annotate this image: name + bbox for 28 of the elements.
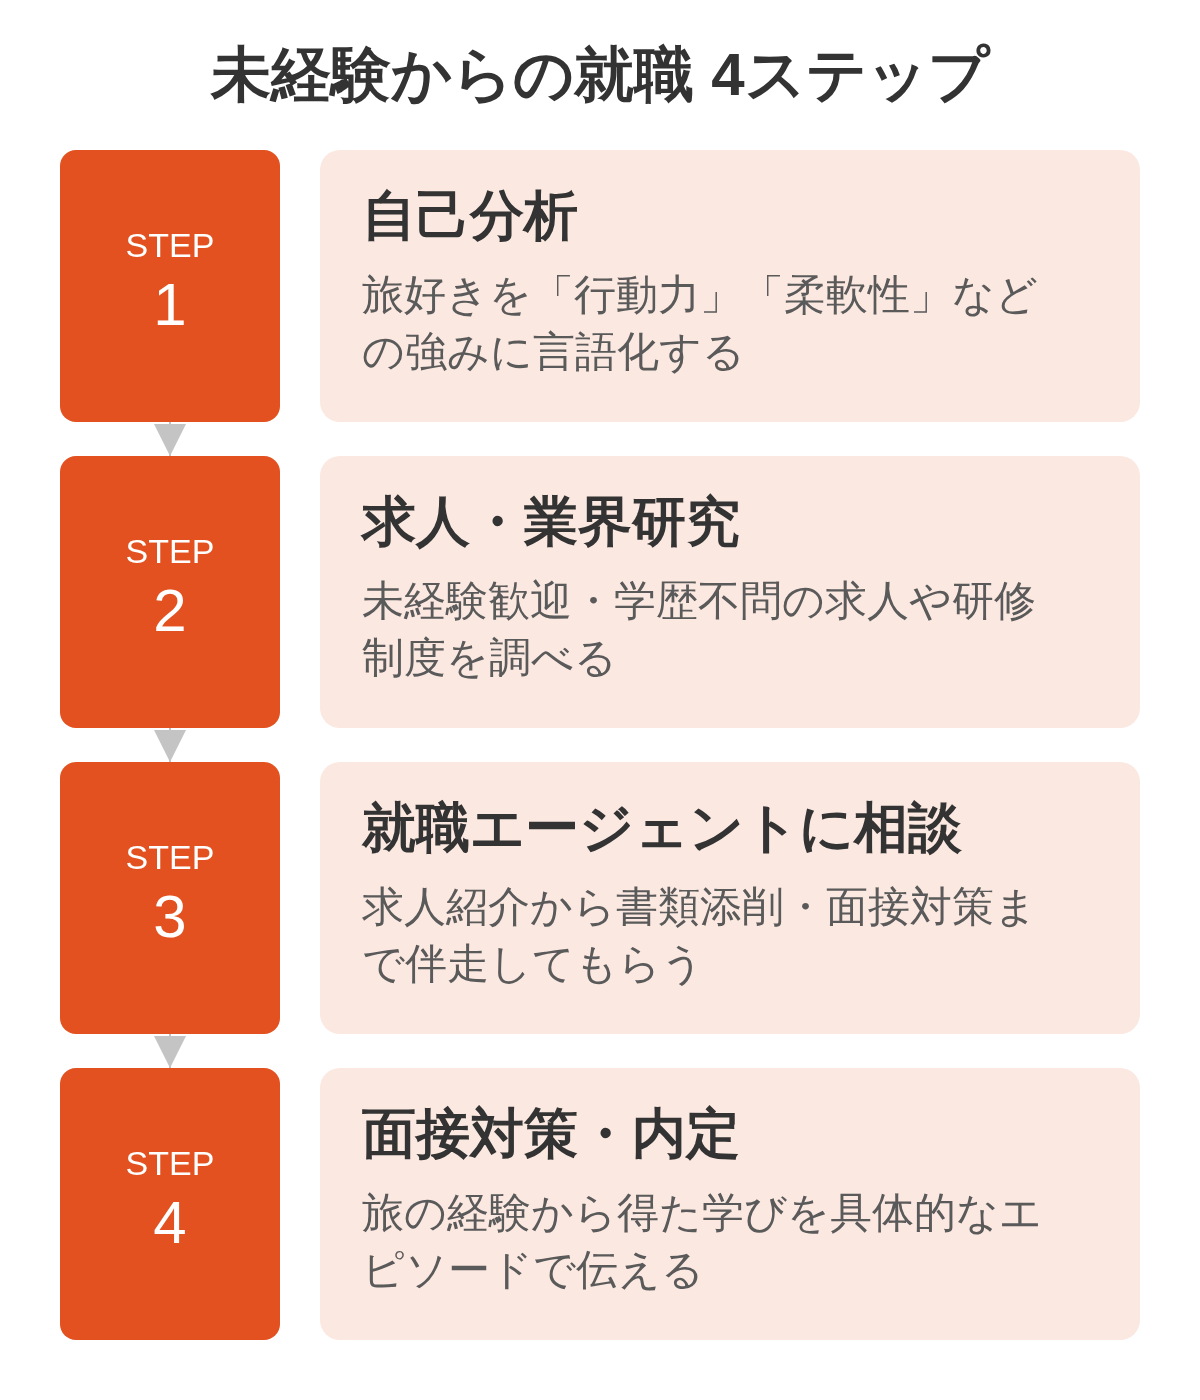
step-number: 2 xyxy=(153,576,187,646)
card-text: 旅好きを「行動力」「柔軟性」などの強みに言語化する xyxy=(362,270,1039,377)
step-card xyxy=(320,762,1140,1034)
step-number: 1 xyxy=(153,270,187,340)
title: 未経験からの就職 4ステップ xyxy=(211,40,989,110)
card-heading: 就職エージェントに相談 xyxy=(362,796,962,858)
arrow xyxy=(154,421,186,457)
step-number: 4 xyxy=(153,1188,187,1258)
step-label: STEP xyxy=(125,531,215,571)
card-heading: 求人・業界研究 xyxy=(362,490,740,552)
step-box xyxy=(60,1068,280,1340)
arrow xyxy=(154,1033,186,1069)
step-box xyxy=(60,762,280,1034)
step-label: STEP xyxy=(125,225,215,265)
step-card xyxy=(320,150,1140,422)
step-box xyxy=(60,150,280,422)
step-label: STEP xyxy=(125,1143,215,1183)
step-box xyxy=(60,456,280,728)
step-label: STEP xyxy=(125,837,215,877)
step-number: 3 xyxy=(153,882,187,952)
card-text: 旅の経験から得た学びを具体的なエピソードで伝える xyxy=(362,1188,1043,1295)
step-card xyxy=(320,456,1140,728)
arrow xyxy=(154,727,186,763)
card-heading: 面接対策・内定 xyxy=(362,1102,740,1164)
card-text: 未経験歓迎・学歴不問の求人や研修制度を調べる xyxy=(362,576,1037,683)
step-card xyxy=(320,1068,1140,1340)
card-text: 求人紹介から書類添削・面接対策まで伴走してもらう xyxy=(362,882,1038,989)
card-heading: 自己分析 xyxy=(362,184,578,246)
